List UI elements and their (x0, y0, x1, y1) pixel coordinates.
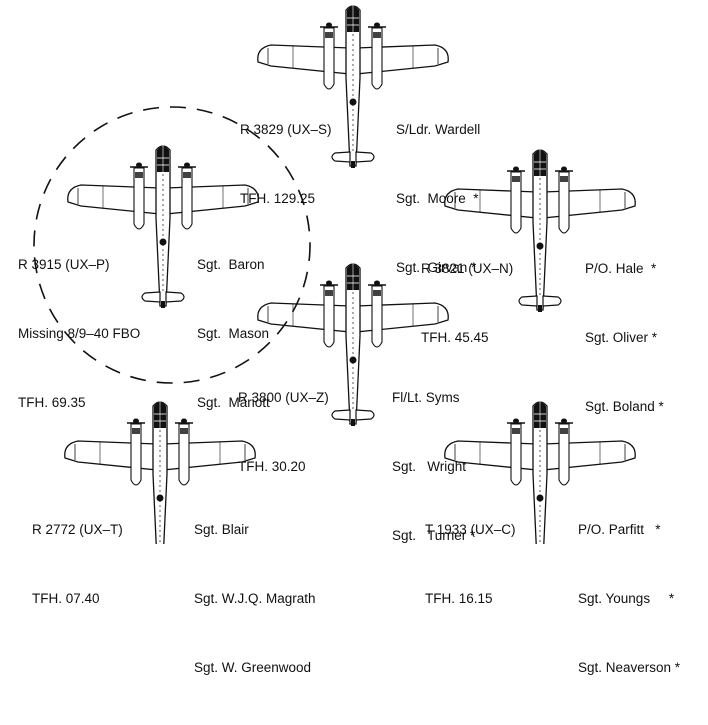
aircraft-ux-t-crew: Sgt. Blair Sgt. W.J.Q. Magrath Sgt. W. G… (194, 472, 316, 725)
aircraft-ux-z-crew: Fl/Lt. Syms Sgt. Wright Sgt. Turner * (392, 340, 475, 593)
crew-member: S/Ldr. Wardell (396, 122, 481, 137)
crew-member: Sgt. Mariott (197, 395, 270, 410)
aircraft-ux-n-crew: P/O. Hale * Sgt. Oliver * Sgt. Boland * (585, 211, 664, 464)
aircraft-serial: T 1933 (UX–C) (425, 522, 516, 537)
crew-member: Sgt. Wright (392, 459, 467, 474)
aircraft-flying-hours: TFH. 69.35 (18, 395, 86, 410)
aircraft-serial: R 3829 (UX–S) (240, 122, 332, 137)
aircraft-flying-hours: TFH. 129.25 (240, 191, 316, 206)
crew-member: Sgt. Blair (194, 522, 249, 537)
crew-member: Sgt. Baron (197, 257, 265, 272)
aircraft-ux-s-crew: S/Ldr. Wardell Sgt. Moore * Sgt. Girvan … (396, 72, 480, 325)
aircraft-ux-t-serial-block: R 2772 (UX–T) TFH. 07.40 (32, 472, 123, 656)
crew-member: Sgt. W.J.Q. Magrath (194, 591, 316, 606)
crew-member: Sgt. Youngs * (578, 591, 675, 606)
crew-member: Sgt. Neaverson * (578, 660, 681, 675)
crew-member: Sgt. Oliver * (585, 330, 658, 345)
crew-member: P/O. Hale * (585, 261, 657, 276)
aircraft-ux-p-crew: Sgt. Baron Sgt. Mason Sgt. Mariott (197, 207, 270, 460)
aircraft-flying-hours: TFH. 16.15 (425, 591, 493, 606)
crew-member: Sgt. W. Greenwood (194, 660, 312, 675)
aircraft-serial: R 3915 (UX–P) (18, 257, 110, 272)
crew-member: Sgt. Girvan * (396, 260, 477, 275)
aircraft-missing-note: Missing 8/9–40 FBO (18, 326, 141, 341)
aircraft-serial: R 3821 (UX–N) (421, 261, 514, 276)
crew-member: Sgt. Mason (197, 326, 270, 341)
missing-aircraft-circle (33, 106, 311, 384)
crew-member: Sgt. Turner * (392, 528, 476, 543)
aircraft-drawings (33, 3, 637, 544)
crew-member: Fl/Lt. Syms (392, 390, 460, 405)
aircraft-ux-z-serial-block: R 3800 (UX–Z) TFH. 30.20 (238, 340, 329, 524)
crew-member: Sgt. Moore * (396, 191, 479, 206)
aircraft-serial: R 2772 (UX–T) (32, 522, 123, 537)
aircraft-ux-c-crew: P/O. Parfitt * Sgt. Youngs * Sgt. Neaver… (578, 472, 680, 725)
aircraft-flying-hours: TFH. 45.45 (421, 330, 489, 345)
aircraft-ux-c-serial-block: T 1933 (UX–C) TFH. 16.15 (425, 472, 516, 656)
aircraft-ux-s-serial-block: R 3829 (UX–S) TFH. 129.25 (240, 72, 332, 256)
aircraft-ux-p-serial-block: R 3915 (UX–P) Missing 8/9–40 FBO TFH. 69… (18, 207, 140, 460)
aircraft-serial: R 3800 (UX–Z) (238, 390, 329, 405)
aircraft-flying-hours: TFH. 30.20 (238, 459, 306, 474)
crew-member: Sgt. Boland * (585, 399, 664, 414)
aircraft-ux-n-serial-block: R 3821 (UX–N) TFH. 45.45 (421, 211, 513, 395)
formation-diagram: R 3829 (UX–S) TFH. 129.25 S/Ldr. Wardell… (18, 3, 680, 675)
crew-member: P/O. Parfitt * (578, 522, 661, 537)
aircraft-flying-hours: TFH. 07.40 (32, 591, 100, 606)
